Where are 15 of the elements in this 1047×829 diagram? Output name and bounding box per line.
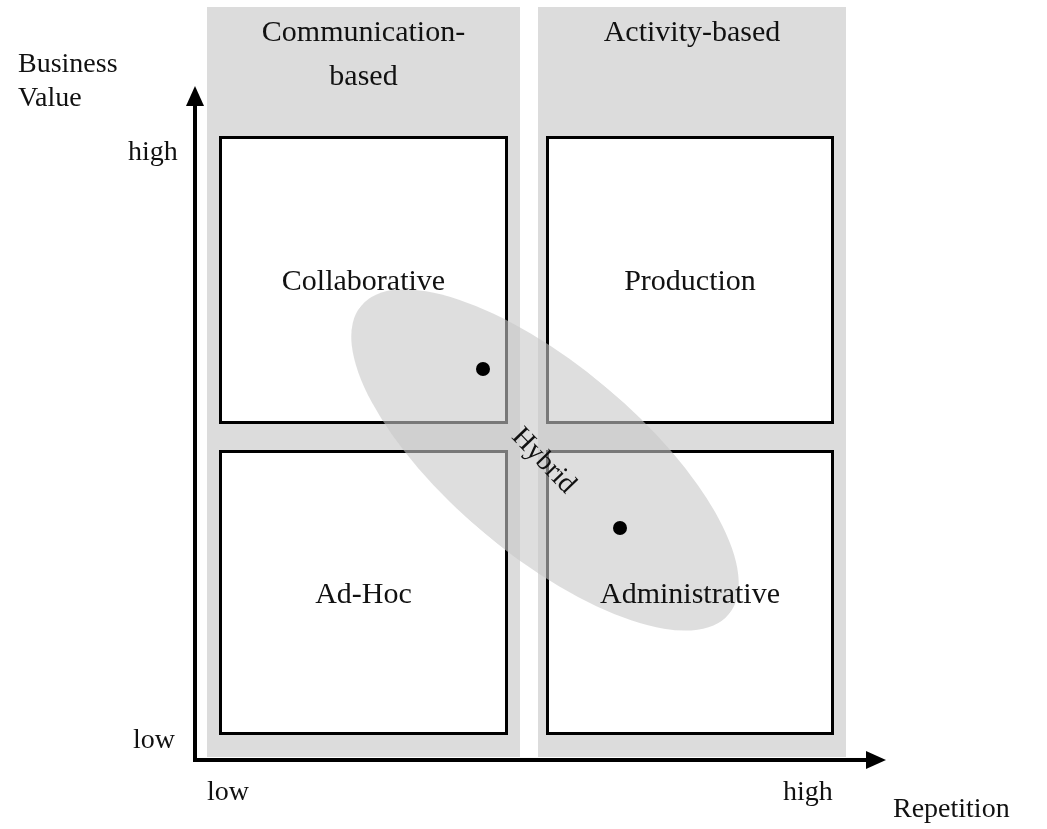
- band-heading: Activity-based: [602, 13, 782, 49]
- quadrant-label: Ad-Hoc: [315, 575, 412, 610]
- axis-label: Business Value: [18, 46, 119, 114]
- axis-label: Repetition: [893, 791, 1011, 825]
- quadrant-label: Production: [624, 263, 756, 297]
- axis-label: high: [128, 134, 179, 168]
- band-heading: Communication-based: [260, 13, 467, 93]
- axis-label: low: [133, 722, 176, 756]
- quadrant-label: Administrative: [600, 575, 780, 610]
- quadrant-label: Collaborative: [281, 263, 446, 297]
- quadrant-box: [219, 136, 508, 424]
- quadrant-box: [219, 450, 508, 735]
- axis-label: low: [207, 774, 250, 808]
- quadrant-box: [546, 136, 834, 424]
- axis-label: high: [783, 774, 834, 808]
